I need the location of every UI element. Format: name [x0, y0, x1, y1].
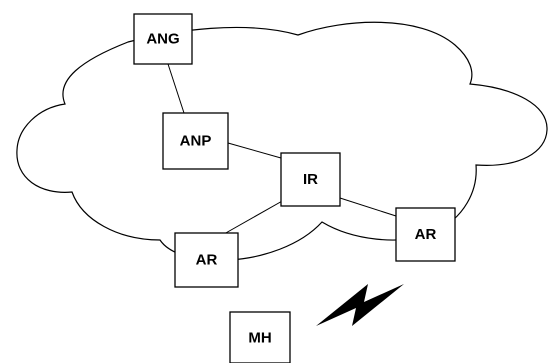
node-ar-right-label: AR	[415, 226, 437, 243]
node-mh: MH	[229, 311, 291, 363]
node-ar-left: AR	[174, 232, 239, 288]
link-ang-anp	[167, 63, 185, 114]
node-mh-label: MH	[248, 330, 271, 347]
link-ir-ar-left	[223, 199, 285, 235]
link-anp-ir	[227, 142, 282, 159]
wireless-link-icon	[316, 284, 404, 326]
node-ir-label: IR	[303, 171, 318, 188]
node-ang: ANG	[133, 13, 193, 65]
link-ir-ar-right	[339, 197, 397, 217]
node-ar-right: AR	[395, 207, 456, 262]
node-anp-label: ANP	[180, 133, 212, 150]
node-anp: ANP	[162, 112, 229, 170]
access-network-cloud	[16, 21, 548, 261]
node-ar-left-label: AR	[196, 252, 218, 269]
node-ir: IR	[280, 152, 341, 207]
node-ang-label: ANG	[146, 31, 179, 48]
